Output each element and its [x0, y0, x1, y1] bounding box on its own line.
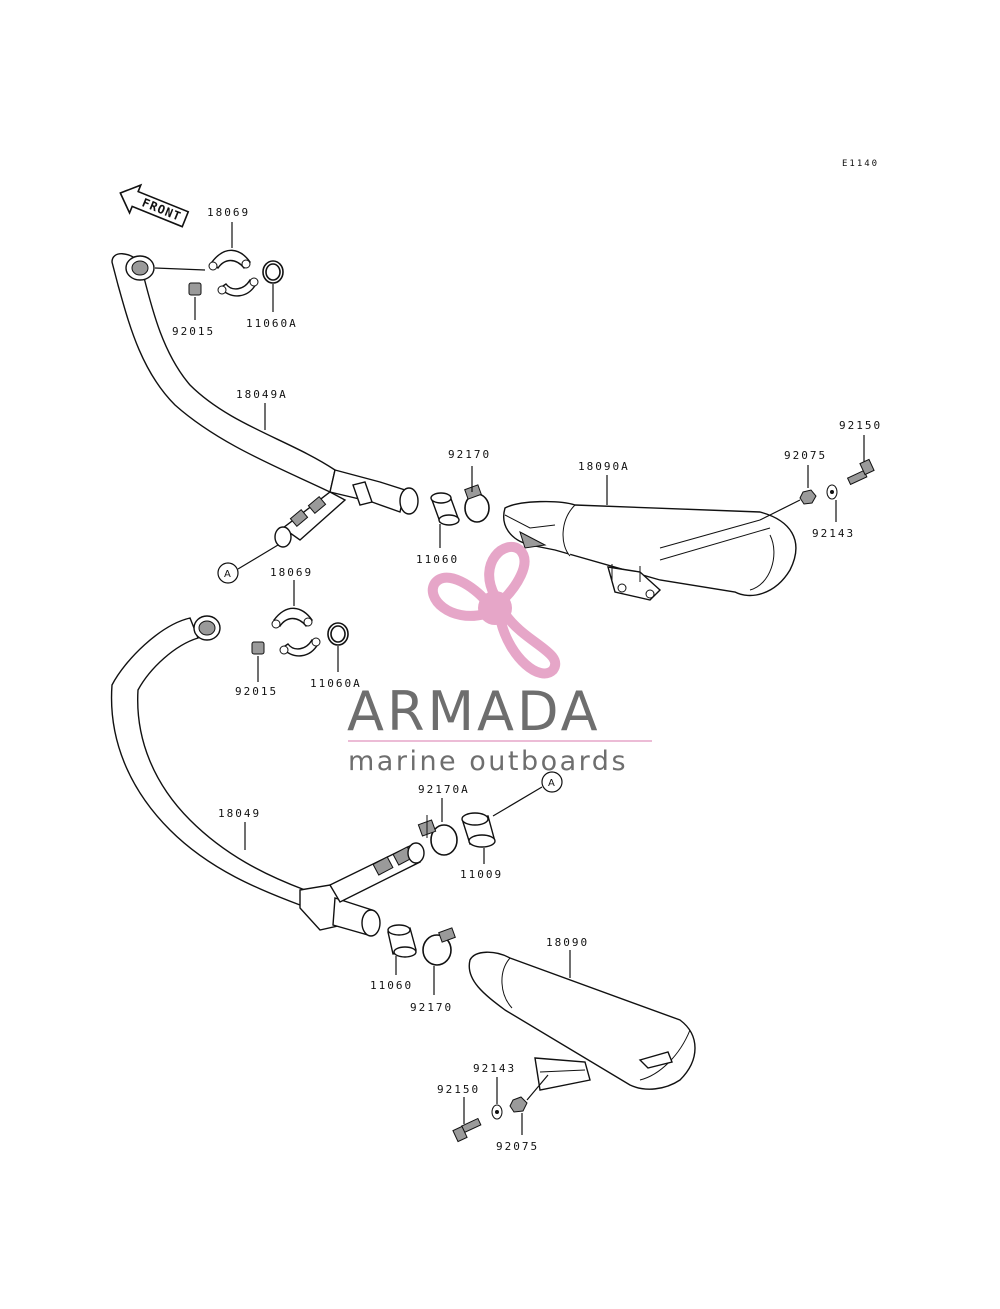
label-92015-top: 92015 — [172, 325, 215, 338]
bolt-92150-bottom — [452, 1117, 482, 1143]
label-92170-top: 92170 — [448, 448, 491, 461]
nut-92015-top — [188, 282, 202, 296]
diagram-code: E1140 — [842, 159, 879, 169]
clamp-18069-top — [208, 249, 259, 297]
gasket-11060A-mid — [327, 622, 349, 646]
nut-92015-mid — [251, 641, 265, 655]
band-clamp-92170-top — [464, 484, 490, 523]
label-18049: 18049 — [218, 807, 261, 820]
exhaust-pipe-18049 — [110, 615, 425, 937]
watermark-brand: ARMADA — [347, 680, 601, 743]
label-92015-mid: 92015 — [235, 685, 278, 698]
exhaust-pipe-18049A — [111, 253, 419, 548]
armada-logo — [428, 542, 561, 679]
label-92143-bottom: 92143 — [473, 1062, 516, 1075]
nut-92075-bottom — [509, 1096, 528, 1113]
connector-tube-11009 — [461, 812, 496, 848]
connector-tube-11060-top — [430, 492, 460, 526]
front-label: FRONT — [140, 196, 183, 224]
label-11060-bottom: 11060 — [370, 979, 413, 992]
label-11060A-mid: 11060A — [310, 677, 362, 690]
band-clamp-92170A — [417, 815, 458, 856]
label-92170A: 92170A — [418, 783, 470, 796]
label-92143-top: 92143 — [812, 527, 855, 540]
label-18090A: 18090A — [578, 460, 630, 473]
label-18069-top: 18069 — [207, 206, 250, 219]
svg-text:A: A — [548, 778, 555, 789]
front-arrow-icon: FRONT — [119, 183, 190, 228]
label-18090: 18090 — [546, 936, 589, 949]
label-92150-top: 92150 — [839, 419, 882, 432]
clamp-18069-mid — [271, 607, 321, 657]
label-92075-top: 92075 — [784, 449, 827, 462]
band-clamp-92170-bottom — [422, 927, 456, 966]
washer-92143-bottom — [491, 1104, 503, 1120]
label-92170-bottom: 92170 — [410, 1001, 453, 1014]
reference-marker-a-upper: A — [217, 562, 239, 584]
nut-92075-top — [799, 489, 817, 505]
muffler-18090A — [503, 500, 797, 601]
label-11060A-top: 11060A — [246, 317, 298, 330]
label-11009: 11009 — [460, 868, 503, 881]
bolt-92150-top — [846, 458, 875, 486]
label-18049A: 18049A — [236, 388, 288, 401]
gasket-11060A-top — [262, 260, 284, 284]
washer-92143-top — [826, 484, 838, 500]
svg-text:A: A — [224, 569, 231, 580]
label-11060-top: 11060 — [416, 553, 459, 566]
label-18069-mid: 18069 — [270, 566, 313, 579]
watermark-tagline: marine outboards — [348, 746, 628, 777]
reference-marker-a-lower: A — [541, 771, 563, 793]
muffler-18090 — [468, 951, 696, 1091]
label-92150-bottom: 92150 — [437, 1083, 480, 1096]
connector-tube-11060-bottom — [387, 924, 417, 958]
label-92075-bottom: 92075 — [496, 1140, 539, 1153]
